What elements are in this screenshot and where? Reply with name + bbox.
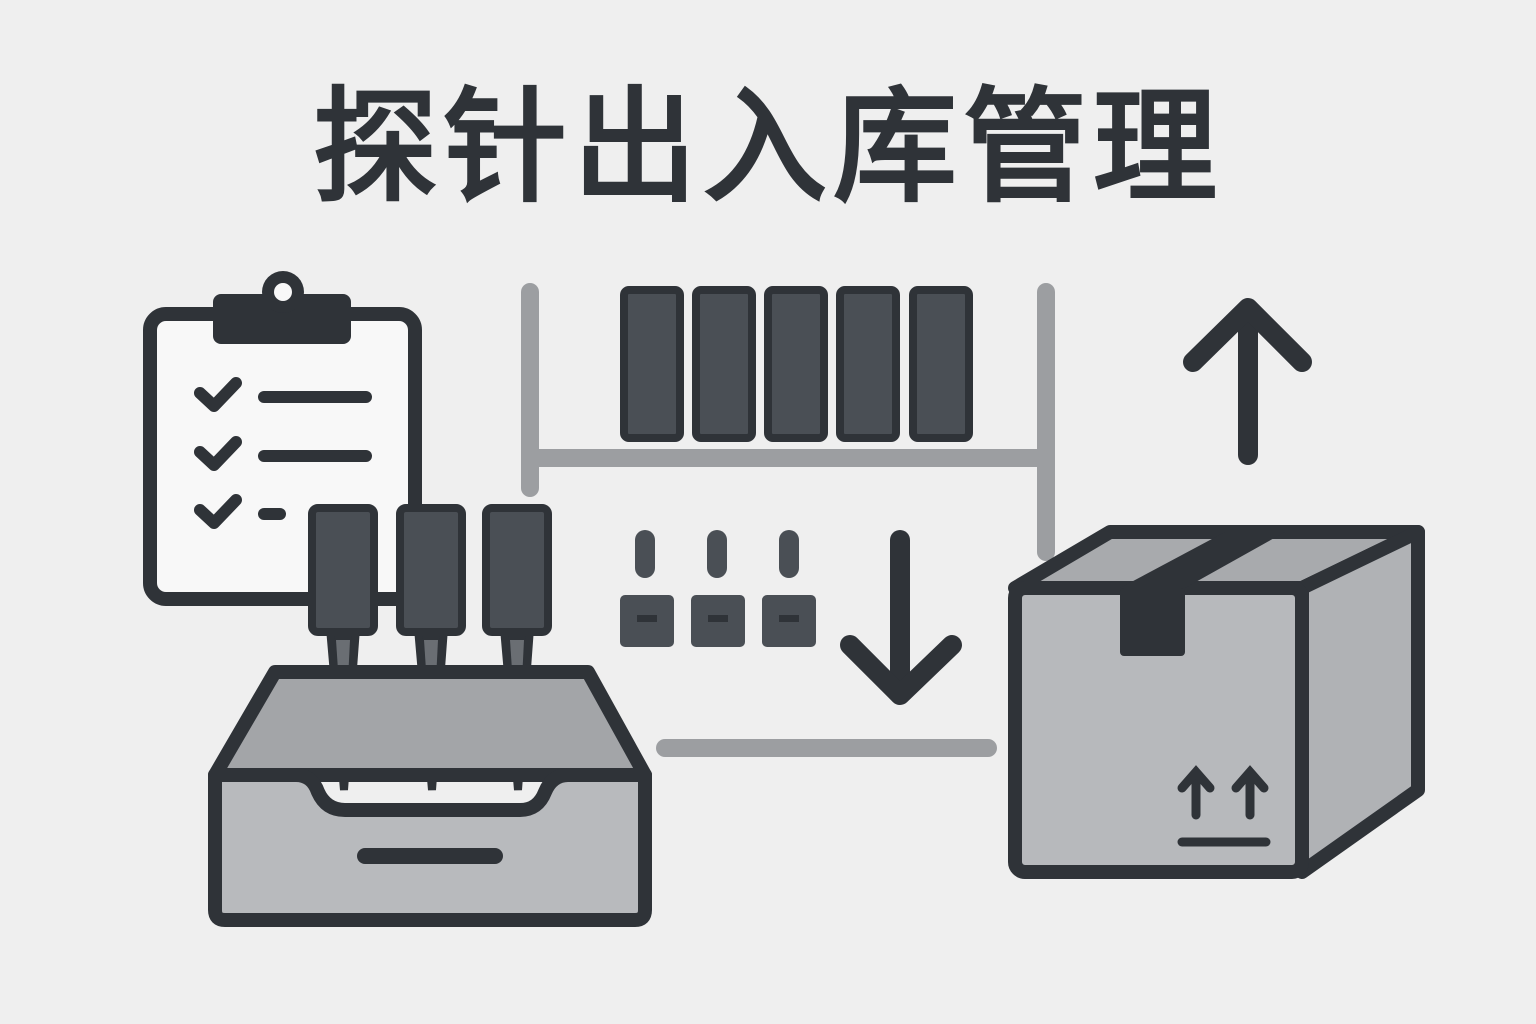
small-probe-parts: [620, 530, 816, 647]
shelf-items: [620, 286, 973, 442]
down-arrow-icon: [840, 530, 962, 705]
this-side-up-icon: [1177, 765, 1271, 847]
page-title: 探针出入库管理: [312, 76, 1223, 220]
shelf-icon: [521, 283, 1055, 757]
tray-icon: [208, 665, 652, 927]
cardboard-box-icon: [1008, 525, 1425, 879]
up-arrow-icon: [1183, 298, 1312, 465]
